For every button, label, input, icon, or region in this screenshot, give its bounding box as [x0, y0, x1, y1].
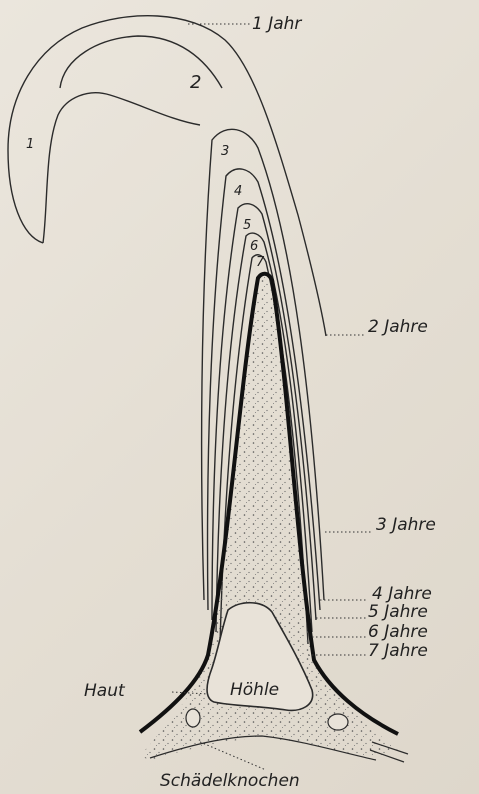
horn-inner-curve-segment-1 [43, 93, 200, 243]
label-year-3: 3 Jahre [376, 515, 436, 535]
label-skin: Haut [84, 681, 126, 701]
segment-number-4: 4 [234, 184, 242, 199]
label-skull: Schädelknochen [160, 771, 300, 791]
bone-hole-left [186, 709, 200, 727]
segment-number-3: 3 [221, 144, 229, 159]
segment-number-2: 2 [190, 72, 201, 93]
segment-number-7: 7 [256, 255, 265, 270]
label-cavity: Höhle [230, 680, 279, 700]
label-year-7: 7 Jahre [368, 641, 428, 661]
label-year-2: 2 Jahre [368, 317, 428, 337]
label-year-1: 1 Jahr [252, 14, 302, 34]
segment-number-6: 6 [250, 239, 258, 254]
label-year-5: 5 Jahre [368, 602, 428, 622]
label-year-4: 4 Jahre [372, 584, 432, 604]
segment-number-5: 5 [243, 218, 251, 233]
bone-hole-right [328, 714, 348, 730]
leader-skull [200, 742, 266, 770]
segment-number-1: 1 [26, 137, 34, 152]
label-year-6: 6 Jahre [368, 622, 428, 642]
